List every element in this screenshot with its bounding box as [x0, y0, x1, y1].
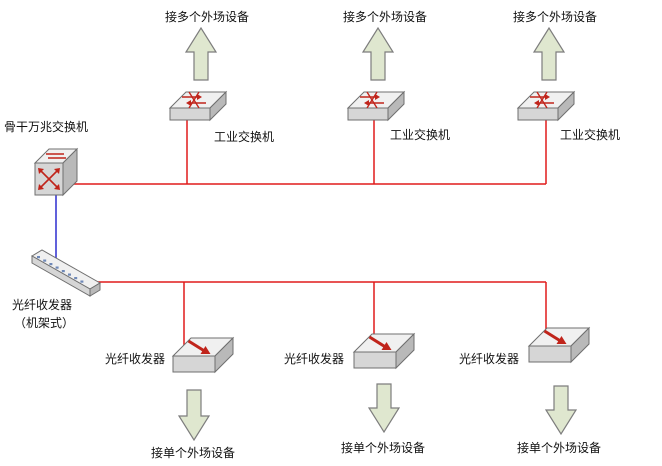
transceiver-2-label: 光纤收发器	[284, 352, 345, 366]
rack-transceiver-icon	[31, 249, 101, 297]
transceiver-3-label: 光纤收发器	[459, 352, 520, 366]
switch-arrows-icon	[182, 91, 206, 109]
transceiver-arrow-icon	[543, 329, 567, 344]
rack-ports-icon	[37, 256, 84, 283]
transceiver-arrow-icon	[368, 335, 392, 350]
transceiver-2-downlink-arrow-icon	[367, 383, 401, 434]
backbone-switch-icon	[33, 147, 79, 197]
switch-3-icon	[516, 90, 576, 122]
switch-arrows-icon	[530, 91, 554, 109]
switch-1-arrow-label: 接多个外场设备	[164, 10, 250, 24]
switch-1-icon	[168, 90, 228, 122]
backbone-switch-label: 骨干万兆交换机	[4, 120, 89, 134]
switch-arrows-icon	[360, 91, 384, 109]
transceiver-1-icon	[171, 336, 235, 374]
switch-2-label: 工业交换机	[390, 128, 451, 142]
switch-3-arrow-label: 接多个外场设备	[512, 10, 598, 24]
backbone-arrows-icon	[38, 168, 60, 190]
transceiver-3-downlink-arrow-icon	[544, 385, 578, 436]
transceiver-2-arrow-label: 接单个外场设备	[340, 441, 426, 455]
transceiver-arrow-icon	[187, 339, 211, 354]
transceiver-1-downlink-arrow-icon	[177, 389, 211, 442]
transceiver-2-icon	[352, 332, 416, 370]
transceiver-3-icon	[527, 326, 591, 364]
transceiver-1-arrow-label: 接单个外场设备	[150, 446, 236, 460]
backbone-top-arrows-icon	[46, 153, 66, 159]
switch-3-uplink-arrow-icon	[532, 26, 566, 81]
switch-1-label: 工业交换机	[214, 130, 275, 144]
switch-2-uplink-arrow-icon	[361, 26, 395, 81]
transceiver-1-label: 光纤收发器	[105, 352, 166, 366]
rack-transceiver-label: 光纤收发器	[12, 298, 73, 312]
switch-1-uplink-arrow-icon	[184, 26, 218, 81]
switch-3-label: 工业交换机	[560, 128, 621, 142]
rack-transceiver-sublabel: （机架式）	[14, 316, 75, 330]
switch-2-arrow-label: 接多个外场设备	[342, 10, 428, 24]
switch-2-icon	[346, 90, 406, 122]
transceiver-3-arrow-label: 接单个外场设备	[516, 441, 602, 455]
